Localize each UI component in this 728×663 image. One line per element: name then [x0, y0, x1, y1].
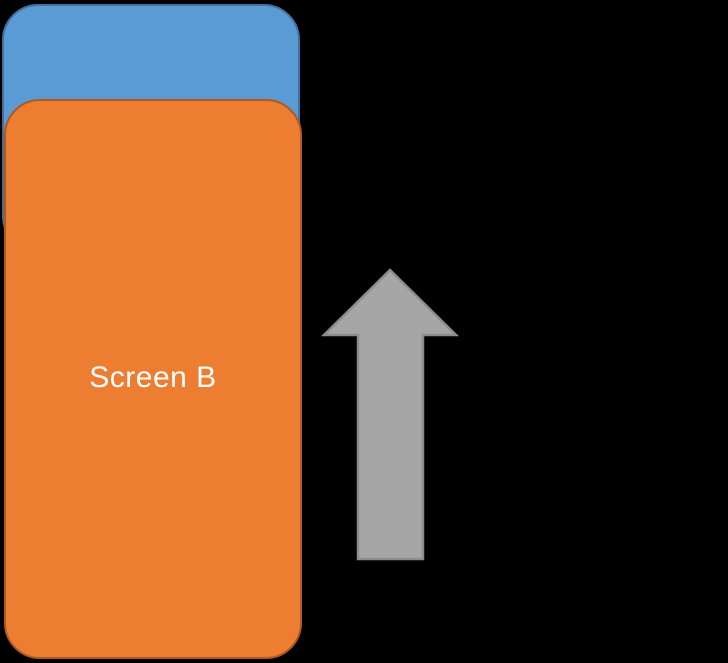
screen-b-shape: Screen B — [4, 99, 302, 659]
up-arrow-polygon — [320, 268, 460, 561]
up-arrow-icon — [320, 268, 460, 561]
screen-b-label: Screen B — [89, 361, 217, 394]
